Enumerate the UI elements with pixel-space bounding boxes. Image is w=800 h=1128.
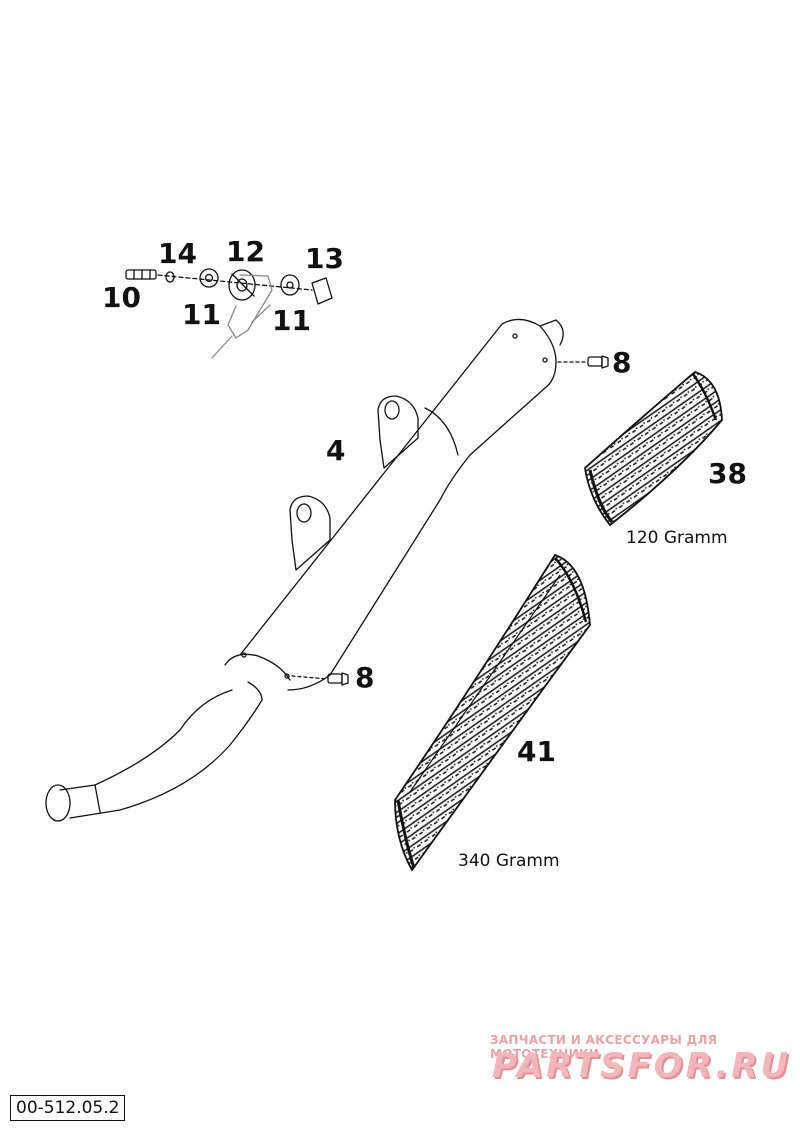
callout-4: 4	[326, 434, 346, 467]
callout-41: 41	[517, 735, 556, 768]
mounting-bracket-lower	[289, 495, 331, 571]
link-pipe	[45, 681, 263, 822]
watermark-tagline: ЗАПЧАСТИ И АКСЕССУАРЫ ДЛЯ МОТОТЕХНИКИ	[490, 1033, 718, 1061]
weight-label-38: 120 Gramm	[626, 528, 728, 548]
callout-38: 38	[708, 457, 747, 490]
callout-8-upper: 8	[612, 346, 632, 379]
bolt-8-lower	[291, 672, 349, 686]
mount-hardware	[125, 268, 333, 359]
callout-13: 13	[305, 242, 344, 275]
silencer-body	[224, 318, 564, 691]
document-id: 00-512.05.2	[10, 1095, 126, 1121]
packing-41	[394, 553, 591, 872]
callout-11-right: 11	[272, 304, 311, 337]
bolt-8-upper	[557, 355, 609, 369]
callout-11-left: 11	[182, 298, 221, 331]
callout-10: 10	[102, 281, 141, 314]
weight-label-41: 340 Gramm	[458, 851, 560, 871]
mounting-bracket-upper	[377, 395, 419, 469]
packing-38	[584, 370, 723, 527]
callout-8-lower: 8	[355, 661, 375, 694]
callout-12: 12	[226, 235, 265, 268]
callout-14: 14	[158, 237, 197, 270]
watermark-logo: PARTSFOR.RU	[492, 1046, 792, 1086]
